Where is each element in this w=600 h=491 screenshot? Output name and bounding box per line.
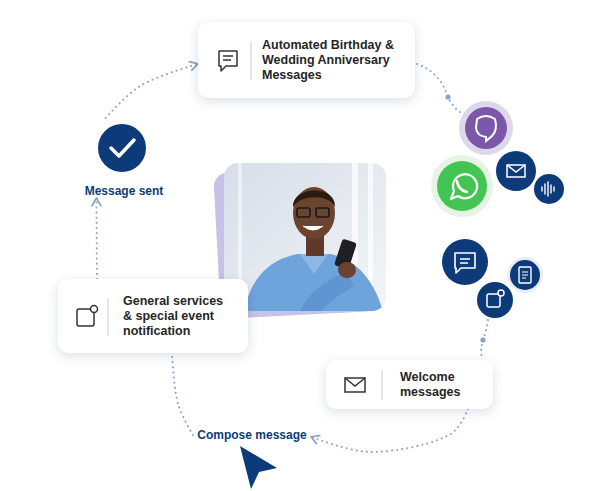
whatsapp-glyph: [451, 174, 477, 199]
check-mark: [111, 140, 134, 156]
flow-connector: [106, 64, 198, 118]
whatsapp-icon: [437, 161, 487, 211]
viber-icon: [465, 107, 507, 149]
leader-dot: [480, 337, 485, 342]
chat-glyph: [460, 259, 470, 263]
chat-glyph: [455, 253, 475, 273]
person-hand: [338, 262, 356, 278]
leader-dot: [445, 94, 450, 99]
box-text: Automated Birthday & Wedding Anniversary…: [262, 38, 410, 83]
box-text: Welcome messages: [400, 370, 484, 400]
chat-icon: [442, 239, 488, 285]
whatsapp-glyph: [457, 181, 467, 192]
leader-line: [417, 64, 460, 112]
document-glyph: [522, 272, 528, 278]
box-text: General services & special event notific…: [123, 294, 235, 339]
message-type-box: General services & special event notific…: [58, 279, 248, 353]
email-glyph: [507, 165, 525, 172]
message-type-box: Welcome messages: [326, 360, 493, 409]
person-glasses: [316, 208, 329, 217]
flow-connector: [311, 409, 468, 452]
voice-glyph: [542, 182, 554, 196]
flow-connector: [95, 198, 98, 279]
cursor-arrow: [240, 446, 277, 489]
person-glasses: [297, 208, 310, 217]
viber-glyph: [476, 116, 496, 141]
voice-icon: [534, 174, 564, 204]
notification-icon: [477, 282, 513, 318]
step-text: Compose message: [197, 428, 306, 442]
message-type-box: Automated Birthday & Wedding Anniversary…: [198, 22, 415, 98]
icon-ring: [507, 257, 543, 293]
step-text: Message sent: [85, 184, 164, 198]
leader-line: [481, 320, 488, 358]
person-hair: [293, 190, 335, 207]
person-smile: [303, 226, 323, 230]
person-shirt: [244, 254, 384, 311]
channel-icons: [431, 101, 564, 318]
icon-ring: [459, 101, 513, 155]
person-collar: [300, 254, 328, 274]
flow-connector: [172, 353, 193, 435]
check-circle: [98, 124, 146, 172]
step-label: Message sent: [78, 118, 170, 198]
icon-ring: [431, 155, 493, 217]
document-glyph: [519, 267, 531, 283]
person-head: [293, 187, 335, 239]
email-icon: [496, 151, 536, 191]
notification-glyph: [487, 294, 500, 307]
document-icon: [510, 260, 540, 290]
email-glyph: [507, 165, 525, 177]
step-label: Compose message: [193, 426, 311, 444]
notification-glyph: [498, 290, 504, 296]
